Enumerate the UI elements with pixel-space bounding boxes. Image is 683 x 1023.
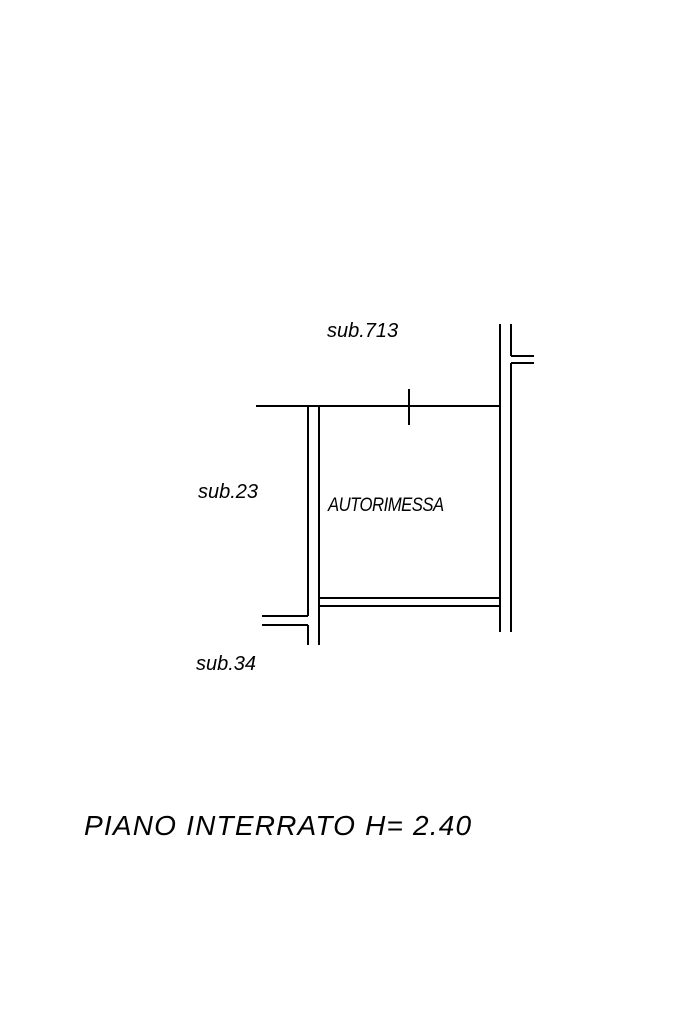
- neighbor-label-top: sub.713: [327, 320, 399, 342]
- floor-caption: PIANO INTERRATO H= 2.40: [84, 810, 473, 841]
- room-label: AUTORIMESSA: [328, 495, 444, 516]
- neighbor-label-bottom-left: sub.34: [196, 653, 257, 675]
- neighbor-label-left: sub.23: [198, 481, 259, 503]
